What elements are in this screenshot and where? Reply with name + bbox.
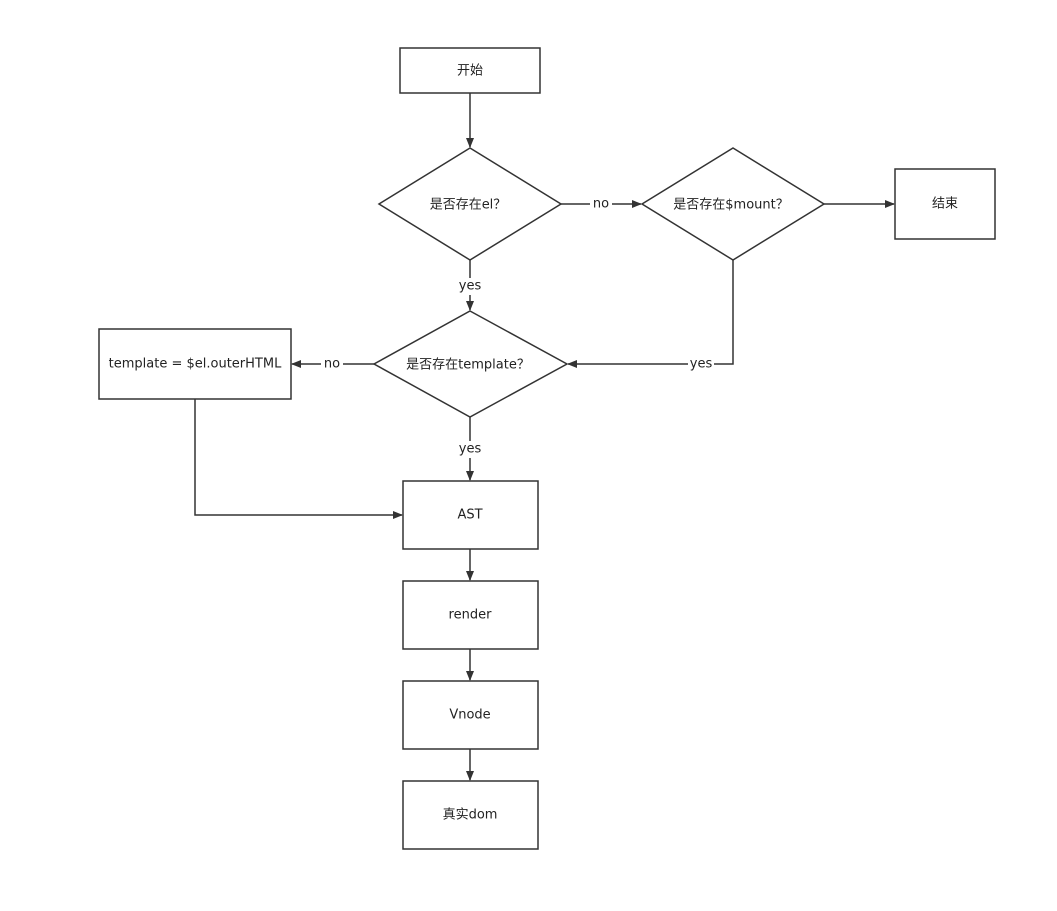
node-vnode-label: Vnode: [449, 708, 490, 723]
node-end-label: 结束: [932, 197, 958, 212]
node-has-mount: 是否存在$mount？: [640, 147, 826, 261]
node-has-template-label: 是否存在template？: [406, 358, 530, 373]
node-ast-label: AST: [457, 508, 482, 523]
node-has-el: 是否存在el？: [377, 147, 563, 261]
node-render-label: render: [449, 608, 493, 623]
node-end: 结束: [894, 168, 996, 240]
edge-label-el-no: no: [593, 197, 609, 212]
edge-label-mount-yes: yes: [690, 357, 713, 372]
node-ast: AST: [402, 480, 539, 550]
edge-template-assign-to-ast: [194, 399, 403, 519]
node-has-template: 是否存在template？: [372, 310, 569, 418]
node-real-dom: 真实dom: [402, 780, 539, 850]
node-start-label: 开始: [457, 64, 483, 79]
node-has-el-label: 是否存在el？: [430, 198, 507, 213]
node-render: render: [402, 580, 539, 650]
edge-label-template-yes: yes: [459, 442, 482, 457]
node-template-assign: template = $el.outerHTML: [98, 328, 292, 400]
node-real-dom-label: 真实dom: [443, 808, 498, 823]
edge-has-mount-to-has-template: [567, 260, 734, 368]
node-vnode: Vnode: [402, 680, 539, 750]
node-has-mount-label: 是否存在$mount？: [673, 198, 788, 213]
node-start: 开始: [399, 47, 541, 94]
edge-labels: no yes yes no yes: [321, 196, 714, 458]
node-template-assign-label: template = $el.outerHTML: [109, 357, 282, 372]
edge-label-template-no: no: [324, 357, 340, 372]
edge-label-el-yes: yes: [459, 279, 482, 294]
